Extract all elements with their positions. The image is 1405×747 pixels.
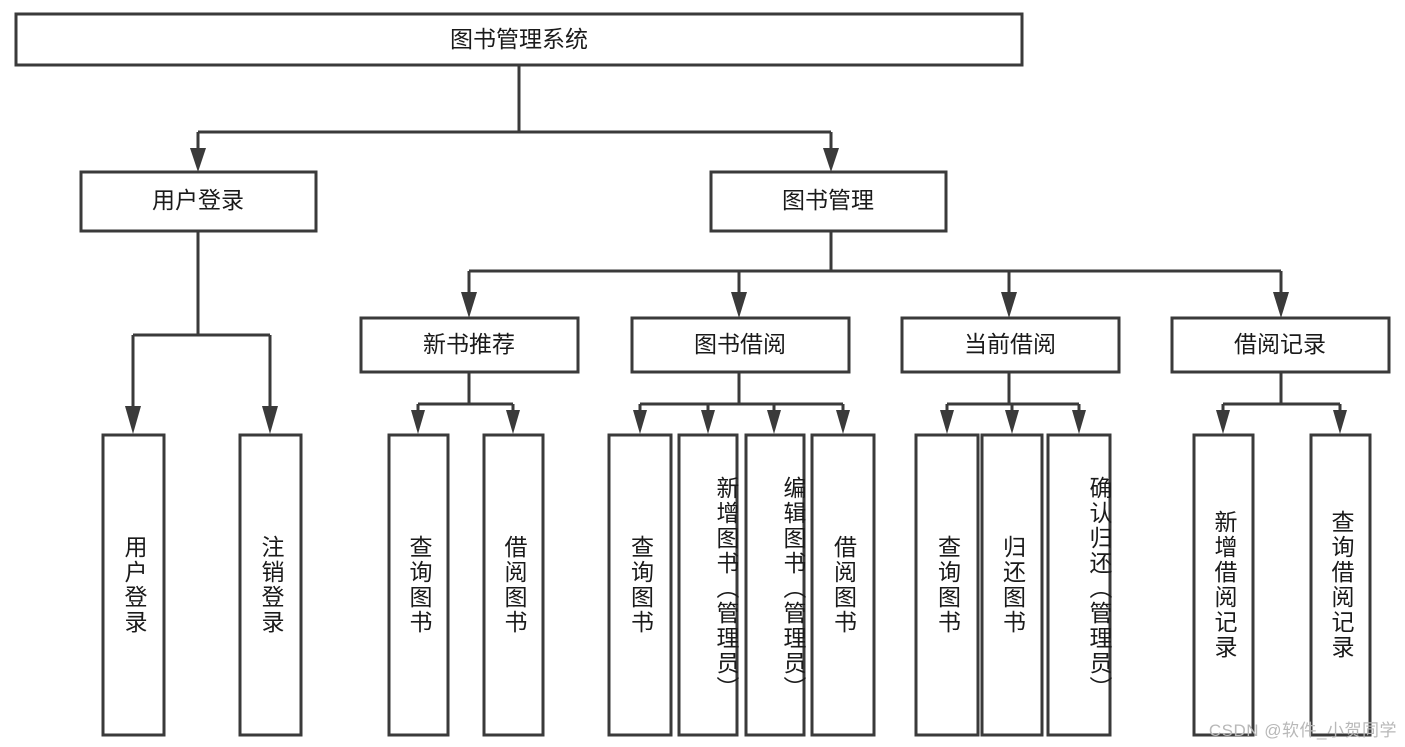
- leaf-box-current-return[interactable]: [980, 433, 1044, 737]
- leaf-box-recommend-borrow[interactable]: [482, 433, 545, 737]
- leaf-box-borrow-query[interactable]: [607, 433, 673, 737]
- leaf-boxes-new-book-recommend: [387, 433, 545, 737]
- connectors-level2-book-mgmt: [461, 231, 1289, 318]
- arrow-head-icon: [731, 292, 747, 318]
- leaf-box-current-confirm[interactable]: [1046, 433, 1112, 737]
- arrow-head-icon: [1333, 410, 1347, 434]
- leaf-box-records-add[interactable]: [1192, 433, 1255, 737]
- node-borrow-records[interactable]: 借阅记录: [1170, 316, 1391, 374]
- node-book-borrow-label: 图书借阅: [694, 331, 786, 357]
- leaf-box-user-login-login[interactable]: [101, 433, 166, 737]
- arrow-head-icon: [633, 410, 647, 434]
- node-new-book-recommend[interactable]: 新书推荐: [359, 316, 580, 374]
- leaf-boxes-book-borrow: [607, 433, 876, 737]
- connectors-book-borrow: [633, 372, 850, 434]
- leaf-box-borrow-lend[interactable]: [810, 433, 876, 737]
- leaf-box-user-login-logout[interactable]: [238, 433, 303, 737]
- connectors-level2-user-login: [125, 231, 278, 434]
- node-new-book-recommend-label: 新书推荐: [423, 331, 515, 357]
- leaf-box-records-query[interactable]: [1309, 433, 1372, 737]
- arrow-head-icon: [1005, 410, 1019, 434]
- node-book-management-label: 图书管理: [782, 187, 874, 213]
- node-book-management[interactable]: 图书管理: [709, 170, 948, 233]
- node-current-borrow[interactable]: 当前借阅: [900, 316, 1121, 374]
- leaf-boxes-current-borrow: [914, 433, 1112, 737]
- leaf-box-current-query[interactable]: [914, 433, 980, 737]
- connectors-new-book-recommend: [411, 372, 520, 434]
- connectors-root-to-level2: [190, 65, 839, 172]
- node-user-login[interactable]: 用户登录: [79, 170, 318, 233]
- node-user-login-label: 用户登录: [152, 187, 244, 213]
- arrow-head-icon: [1072, 410, 1086, 434]
- node-current-borrow-label: 当前借阅: [964, 331, 1056, 357]
- csdn-watermark: CSDN @软件_小贺同学: [1208, 721, 1397, 740]
- leaf-boxes-user-login: [101, 433, 303, 737]
- node-book-borrow[interactable]: 图书借阅: [630, 316, 851, 374]
- arrow-head-icon: [1273, 292, 1289, 318]
- arrow-head-icon: [940, 410, 954, 434]
- leaf-box-borrow-edit[interactable]: [744, 433, 806, 737]
- node-root-system[interactable]: 图书管理系统: [14, 12, 1024, 67]
- node-root-label: 图书管理系统: [450, 26, 588, 52]
- leaf-box-borrow-add[interactable]: [677, 433, 739, 737]
- arrow-head-icon: [836, 410, 850, 434]
- arrow-head-icon: [823, 148, 839, 172]
- arrow-head-icon: [262, 406, 278, 434]
- connectors-borrow-records: [1216, 372, 1347, 434]
- arrow-head-icon: [461, 292, 477, 318]
- arrow-head-icon: [125, 406, 141, 434]
- connectors-current-borrow: [940, 372, 1086, 434]
- leaf-box-recommend-query[interactable]: [387, 433, 450, 737]
- arrow-head-icon: [767, 410, 781, 434]
- arrow-head-icon: [1001, 292, 1017, 318]
- arrow-head-icon: [1216, 410, 1230, 434]
- arrow-head-icon: [411, 410, 425, 434]
- node-borrow-records-label: 借阅记录: [1234, 331, 1326, 357]
- leaf-boxes-borrow-records: [1192, 433, 1372, 737]
- arrow-head-icon: [190, 148, 206, 172]
- arrow-head-icon: [701, 410, 715, 434]
- arrow-head-icon: [506, 410, 520, 434]
